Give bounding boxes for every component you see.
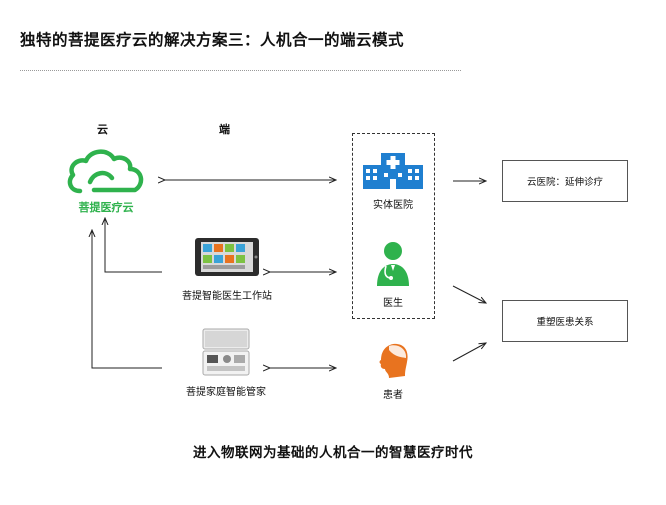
column-header-terminal: 端 bbox=[219, 123, 230, 136]
terminal-entities-group bbox=[352, 133, 435, 319]
medical-kit-icon bbox=[202, 328, 250, 376]
patient-label: 患者 bbox=[383, 390, 403, 401]
home-manager-label: 菩提家庭智能管家 bbox=[186, 387, 266, 398]
relationship-outcome-box: 重塑医患关系 bbox=[502, 300, 628, 342]
hospital-icon bbox=[363, 153, 423, 189]
doctor-to-relationship-arrow bbox=[452, 285, 486, 303]
column-header-cloud: 云 bbox=[97, 123, 108, 136]
relationship-outcome-label: 重塑医患关系 bbox=[536, 317, 594, 328]
patient-icon bbox=[379, 343, 408, 378]
cloud-hospital-outcome-box: 云医院：延伸诊疗 bbox=[502, 160, 628, 202]
cloud-label: 菩提医疗云 bbox=[78, 201, 134, 214]
footer-caption: 进入物联网为基础的人机合一的智慧医疗时代 bbox=[193, 445, 473, 461]
patient-to-relationship-arrow bbox=[452, 343, 486, 362]
page-title: 独特的菩提医疗云的解决方案三：人机合一的端云模式 bbox=[20, 31, 405, 49]
doctor-icon bbox=[377, 242, 409, 286]
hospital-label: 实体医院 bbox=[373, 200, 413, 211]
home-to-cloud-arrow bbox=[92, 230, 162, 369]
doctor-label: 医生 bbox=[383, 298, 403, 309]
workstation-to-cloud-arrow bbox=[105, 218, 162, 273]
cloud-icon bbox=[67, 149, 144, 194]
title-divider bbox=[20, 70, 461, 71]
cloud-hospital-outcome-label: 云医院：延伸诊疗 bbox=[526, 177, 603, 188]
tablet-device-icon bbox=[195, 238, 259, 276]
workstation-label: 菩提智能医生工作站 bbox=[182, 291, 272, 302]
